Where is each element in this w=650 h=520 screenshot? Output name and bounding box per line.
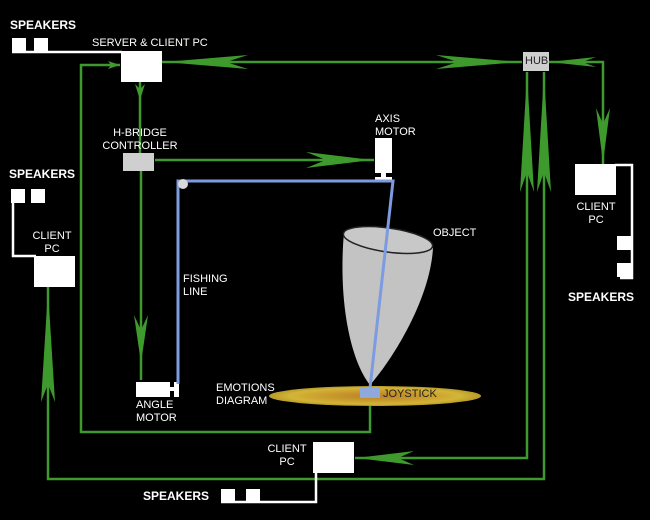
client-pc-left-box[interactable] [34,256,75,287]
hub-label: HUB [525,55,549,67]
axis-motor-shaft [381,173,386,177]
client-pc-left-label-line2: PC [44,243,60,255]
h-bridge-controller-box[interactable] [123,153,154,171]
fishing-line-label-line1: FISHING [183,273,228,285]
speakers-left-label: SPEAKERS [9,167,76,181]
speaker-icon [31,189,45,203]
speaker-icon [221,489,235,503]
arrow-right-icon [108,61,120,69]
arrow-up-icon [41,290,55,402]
emotions-diagram-label: EMOTIONS DIAGRAM [216,382,275,408]
arrow-down-icon [134,315,148,363]
angle-motor-label: ANGLE MOTOR [136,399,177,425]
object-body [342,232,433,385]
axis-motor-body [375,138,392,173]
client-pc-right-label-line1: CLIENT [576,201,616,213]
cable-speakers-right [615,163,634,280]
h-bridge-controller-label: H-BRIDGE CONTROLLER [101,127,179,153]
speaker-icon [11,189,25,203]
speakers-right-label: SPEAKERS [568,290,635,304]
emotions-label-line2: DIAGRAM [216,395,268,407]
h-bridge-label-line2: CONTROLLER [102,140,178,152]
speakers-right [617,236,631,277]
arrow-left-icon [549,57,596,67]
angle-motor-label-line2: MOTOR [136,412,177,424]
speakers-top-left-label: SPEAKERS [10,18,77,32]
axis-motor-label-line1: AXIS [375,113,401,125]
server-client-pc-label: SERVER & CLIENT PC [92,37,208,49]
axis-motor-label-line2: MOTOR [375,126,416,138]
pulley-icon [178,179,188,189]
arrow-right-icon [306,152,372,168]
client-pc-left-label: CLIENT PC [30,230,74,256]
fishing-line-label: FISHING LINE [183,273,228,299]
speaker-icon [617,263,631,277]
arrow-down-icon [135,84,145,100]
angle-motor[interactable] [136,382,179,397]
fishing-line [176,179,395,389]
link-hub-client-bottom [355,72,529,460]
speakers-left [11,189,45,203]
arrow-down-icon [596,108,610,163]
speaker-icon [12,38,26,52]
client-pc-bottom-label-line2: PC [279,456,295,468]
hub-box[interactable] [523,52,549,71]
arrow-left-icon [356,451,414,465]
arrow-left-icon [164,55,248,69]
speakers-bottom-label: SPEAKERS [143,489,210,503]
fishing-line-label-line2: LINE [183,286,208,298]
speakers-top-left [12,38,48,52]
angle-motor-shaft [170,387,174,391]
object[interactable] [342,222,434,385]
network-arrowheads [41,55,610,465]
client-pc-left-label-line1: CLIENT [32,230,72,242]
axis-motor[interactable] [375,138,392,182]
link-joystick-server [79,63,372,434]
h-bridge-label-line1: H-BRIDGE [113,127,167,139]
axis-motor-label: AXIS MOTOR [375,113,416,139]
speaker-icon [246,489,260,503]
arrow-right-icon [436,55,520,69]
joystick-label: JOYSTICK [383,388,437,400]
angle-motor-label-line1: ANGLE [136,399,174,411]
client-pc-bottom-box[interactable] [313,442,354,473]
network-links [46,60,605,481]
client-pc-right-label: CLIENT PC [574,201,618,227]
client-pc-bottom-label-line1: CLIENT [267,443,307,455]
speaker-cables [11,50,634,504]
fishing-line-path [176,179,395,389]
link-hub-client-right [549,60,605,165]
client-pc-bottom-label: CLIENT PC [264,443,310,469]
emotions-label-line1: EMOTIONS [216,382,275,394]
speaker-icon [34,38,48,52]
server-client-pc-box[interactable] [121,51,162,82]
angle-motor-body [136,382,170,397]
cable-speakers-left [11,203,36,258]
cable-speakers-bottom [221,470,318,504]
speakers-bottom [221,489,260,503]
object-label: OBJECT [433,227,477,239]
client-pc-right-label-line2: PC [588,214,604,226]
arrow-up-icon [520,74,534,192]
arrow-up-icon [537,74,551,192]
client-pc-right-box[interactable] [575,164,616,195]
joystick-box[interactable] [360,387,380,398]
angle-motor-spool [174,382,179,397]
speaker-icon [617,236,631,250]
